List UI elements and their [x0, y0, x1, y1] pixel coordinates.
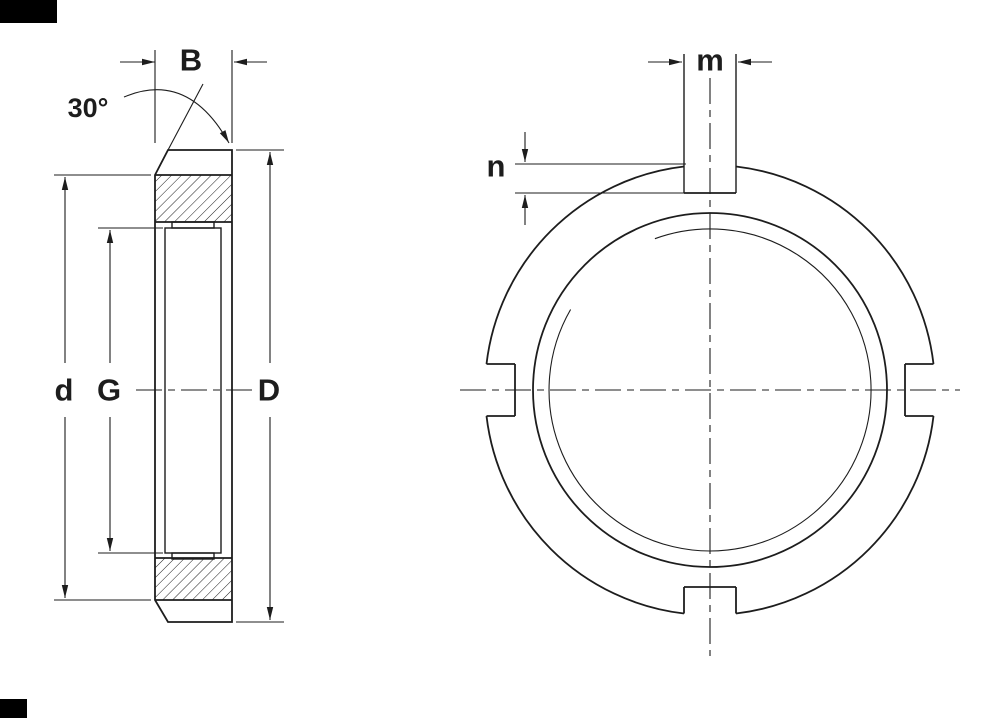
dimension-chamfer-angle: 30° [68, 83, 230, 168]
section-hatch-bottom [155, 558, 232, 600]
slot-right [904, 363, 934, 417]
outer-circle [485, 165, 935, 615]
dimension-n: n [487, 132, 686, 225]
dim-label-thickness: B [180, 43, 202, 78]
dim-label-outer-diameter: D [258, 373, 280, 408]
scan-artifact-top-left [0, 0, 57, 23]
dimension-B: B [120, 43, 267, 143]
section-hatch-top [155, 175, 232, 222]
dim-label-slot-width: m [696, 43, 724, 78]
dim-label-chamfer-angle: 30° [68, 93, 109, 123]
dim-label-slot-depth: n [487, 149, 506, 184]
front-view: m n [460, 43, 960, 656]
dimension-G: G [97, 227, 163, 554]
dimension-D: D [236, 149, 284, 623]
scan-artifact-bottom-left [0, 699, 27, 718]
thread-arc [548, 228, 872, 552]
section-tab-top [171, 221, 215, 229]
dimension-m: m [648, 43, 772, 78]
dim-label-groove-diameter: G [97, 373, 121, 408]
dim-label-bore-diameter: d [55, 373, 74, 408]
section-tab-bottom [171, 552, 215, 560]
dimension-d: d [54, 174, 151, 601]
section-view: B 30° d G D [54, 43, 284, 623]
